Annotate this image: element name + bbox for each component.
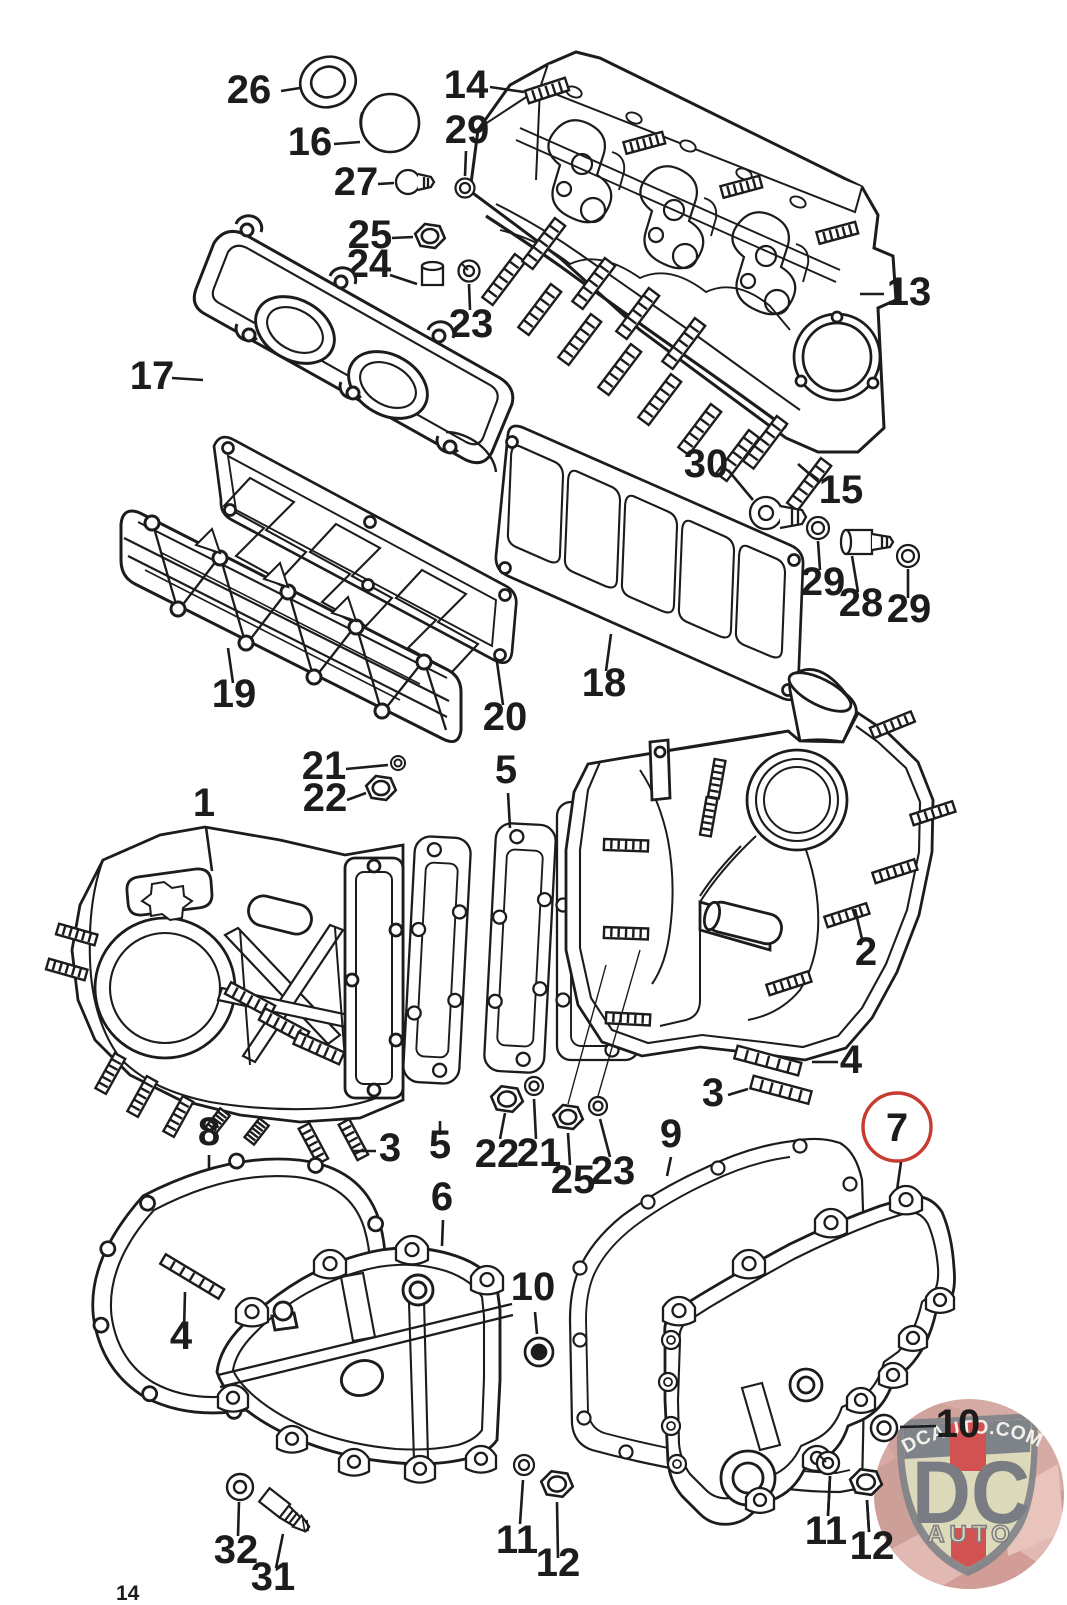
svg-text:AUTO: AUTO — [927, 1521, 1015, 1548]
svg-text:1: 1 — [193, 781, 215, 825]
svg-text:14: 14 — [444, 63, 489, 107]
svg-text:5: 5 — [495, 748, 517, 792]
svg-text:2: 2 — [855, 930, 877, 974]
svg-text:17: 17 — [130, 354, 175, 398]
svg-text:3: 3 — [379, 1126, 401, 1170]
svg-text:12: 12 — [850, 1524, 895, 1568]
svg-text:7: 7 — [886, 1106, 908, 1150]
svg-text:10: 10 — [936, 1402, 981, 1446]
svg-text:4: 4 — [170, 1314, 193, 1358]
svg-text:6: 6 — [431, 1175, 453, 1219]
svg-text:25: 25 — [551, 1158, 596, 1202]
svg-text:15: 15 — [819, 468, 864, 512]
svg-text:30: 30 — [684, 442, 729, 486]
svg-text:22: 22 — [303, 776, 348, 820]
svg-text:10: 10 — [511, 1265, 556, 1309]
svg-text:14: 14 — [116, 1582, 140, 1600]
svg-text:16: 16 — [288, 120, 333, 164]
svg-text:26: 26 — [227, 68, 272, 112]
svg-text:13: 13 — [887, 270, 932, 314]
svg-text:11: 11 — [805, 1509, 847, 1553]
svg-text:18: 18 — [582, 661, 627, 705]
svg-text:19: 19 — [212, 672, 257, 716]
svg-text:31: 31 — [251, 1555, 296, 1599]
svg-text:27: 27 — [334, 160, 379, 204]
svg-text:28: 28 — [839, 581, 884, 625]
svg-text:11: 11 — [496, 1518, 538, 1562]
svg-text:20: 20 — [483, 695, 528, 739]
svg-text:4: 4 — [840, 1038, 863, 1082]
svg-text:23: 23 — [591, 1149, 636, 1193]
svg-text:3: 3 — [702, 1071, 724, 1115]
svg-text:22: 22 — [475, 1132, 520, 1176]
svg-text:29: 29 — [445, 108, 490, 152]
svg-text:8: 8 — [198, 1110, 220, 1154]
svg-text:9: 9 — [660, 1112, 682, 1156]
